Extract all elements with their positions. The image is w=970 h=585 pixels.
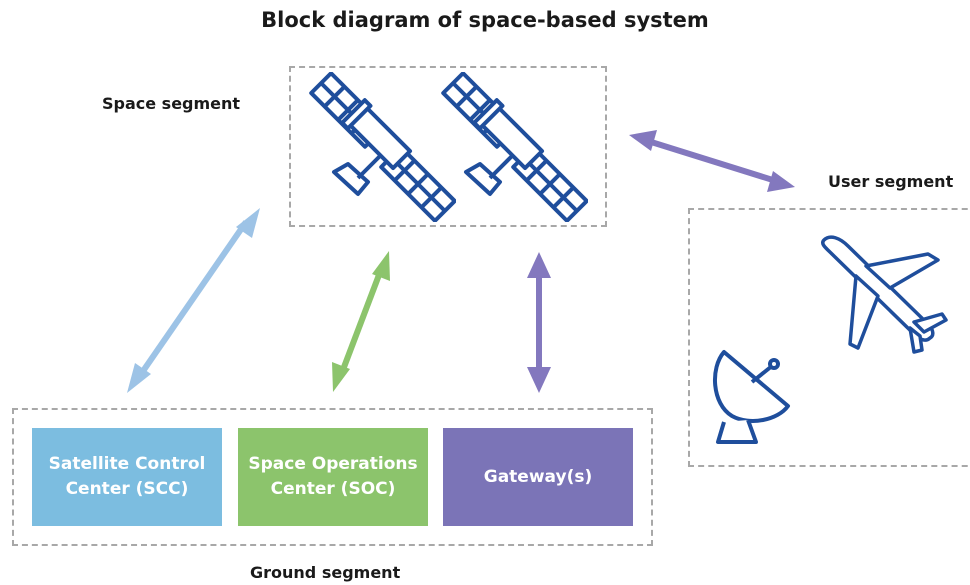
soc-label-line1: Space Operations: [248, 454, 418, 474]
arrow-soc-space: [332, 251, 390, 392]
arrow-space-user: [629, 130, 795, 192]
airplane-icon: [821, 235, 948, 354]
user-segment-box: [688, 208, 970, 467]
satellite-dish-icon: [712, 350, 790, 444]
scc-label-line1: Satellite Control: [48, 454, 206, 474]
arrow-gateway-space: [527, 252, 551, 393]
satellite-icon: [441, 72, 588, 222]
gateway-block: Gateway(s): [443, 428, 633, 526]
gateway-label: Gateway(s): [483, 466, 593, 487]
space-segment-label: Space segment: [102, 94, 241, 113]
arrow-scc-space: [127, 208, 260, 393]
space-segment-box: [289, 66, 607, 227]
ground-segment-box: [12, 408, 653, 546]
scc-label-line2: Center (SCC): [65, 479, 189, 499]
soc-label-line2: Center (SOC): [270, 479, 396, 499]
user-segment-label: User segment: [828, 172, 954, 191]
satellite-icon: [309, 72, 456, 222]
diagram-title: Block diagram of space-based system: [261, 8, 709, 32]
ground-segment-label: Ground segment: [250, 563, 401, 582]
